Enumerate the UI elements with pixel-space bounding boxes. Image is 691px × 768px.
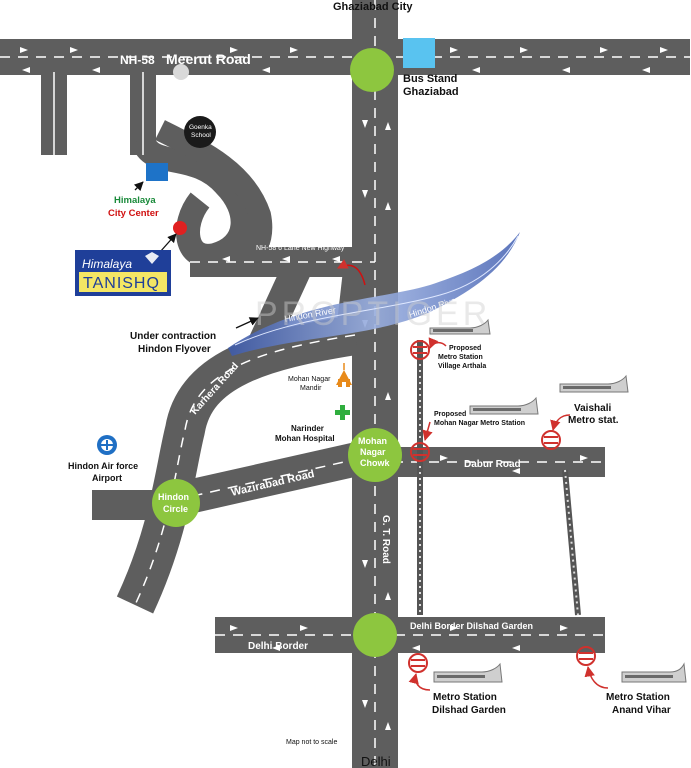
green-cross-icon bbox=[335, 405, 350, 420]
pointer-arthala bbox=[428, 337, 447, 349]
pointer-anand bbox=[584, 665, 609, 689]
square-marker-icon bbox=[403, 38, 435, 68]
himalaya-tanishq-logo: Himalaya TANISHQ bbox=[75, 250, 171, 296]
junction-hindon-circle bbox=[152, 479, 200, 527]
pointer-line-tanishq bbox=[159, 233, 177, 253]
temple-icon bbox=[336, 363, 352, 387]
pointer-line-highway bbox=[337, 259, 366, 286]
pointer-dilshad bbox=[408, 672, 431, 691]
junction-mohan-nagar-chowk bbox=[348, 428, 402, 482]
junction-ghaziabad bbox=[350, 48, 394, 92]
pointer-line-flyover bbox=[235, 317, 259, 329]
tanishq-line1: Himalaya bbox=[82, 257, 132, 271]
tanishq-line2: TANISHQ bbox=[83, 275, 160, 292]
airport-icon bbox=[97, 435, 117, 455]
label-delhi: Delhi bbox=[361, 754, 391, 768]
label-nh58: NH-58 bbox=[120, 53, 155, 67]
red-location-dot-icon[interactable] bbox=[173, 221, 187, 235]
train-icon bbox=[429, 318, 687, 683]
direction-arrows bbox=[20, 47, 668, 730]
label-delhi-border-dilshad: Delhi Border Dilshad Garden bbox=[410, 621, 533, 631]
label-meerut-road: Meerut Road bbox=[166, 51, 251, 67]
label-ghaziabad-city: Ghaziabad City bbox=[333, 1, 413, 13]
grey-dot-icon bbox=[173, 64, 189, 80]
pointer-vaishali bbox=[550, 414, 571, 432]
junction-delhi-border bbox=[353, 613, 397, 657]
bus-stand-line2: Ghaziabad bbox=[403, 86, 459, 98]
bus-stand-line1: Bus Stand bbox=[403, 73, 457, 85]
label-himalaya-1: Himalaya bbox=[114, 195, 156, 206]
label-dabur-road: Dabur Road bbox=[464, 459, 521, 470]
road-loop-outer bbox=[131, 135, 255, 268]
metro-tracks bbox=[417, 340, 581, 616]
pointer-line-himalaya bbox=[133, 181, 144, 192]
junctions bbox=[152, 48, 402, 657]
himalaya-square-icon bbox=[146, 163, 168, 181]
label-himalaya-2: City Center bbox=[108, 208, 159, 219]
pointer-mohan-nagar-metro bbox=[422, 421, 433, 442]
label-gt-road: G. T. Road bbox=[380, 515, 391, 564]
hindon-river bbox=[228, 232, 520, 356]
label-delhi-border: Delhi Border bbox=[248, 641, 308, 652]
watermark: PROPTIGER bbox=[255, 295, 491, 333]
school-circle-icon bbox=[184, 116, 216, 148]
label-nh58-highway: NH-58 6 Lane New Highway bbox=[256, 245, 345, 252]
label-not-to-scale: Map not to scale bbox=[286, 739, 337, 746]
